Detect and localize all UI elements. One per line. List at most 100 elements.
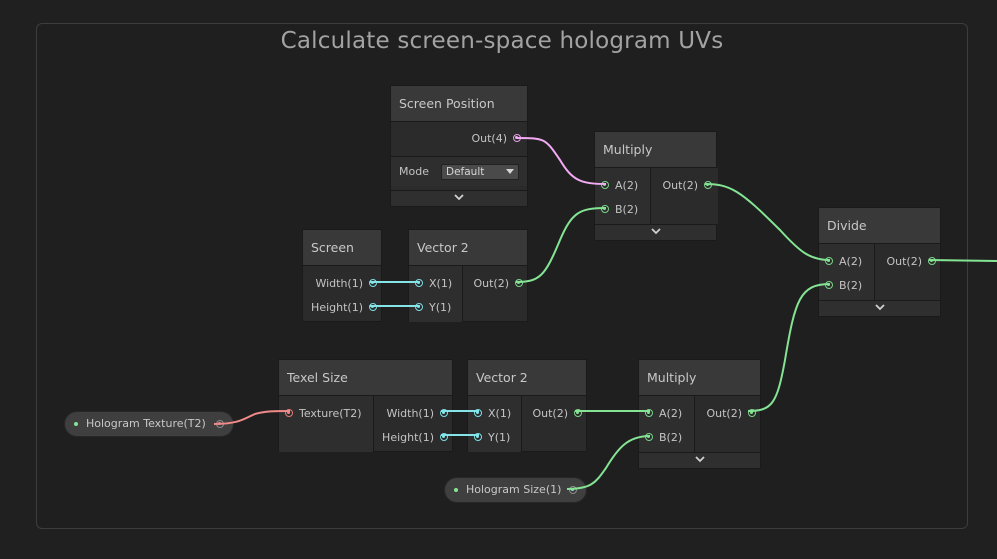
node-title: Multiply <box>595 132 716 168</box>
port-label: X(1) <box>488 407 512 420</box>
output-port-out[interactable]: Out(4) <box>391 130 527 148</box>
input-area <box>279 396 374 452</box>
input-port-a[interactable]: A(2) <box>639 405 695 423</box>
port-label: B(2) <box>839 279 863 292</box>
multiply-node-bottom[interactable]: Multiply A(2) B(2) Out(2) <box>638 359 761 469</box>
port-label: Width(1) <box>386 407 434 420</box>
input-port-texture[interactable]: Texture(T2) <box>279 405 374 423</box>
expand-toggle[interactable] <box>595 224 716 240</box>
output-port-height[interactable]: Height(1) <box>303 299 383 317</box>
port-label: Height(1) <box>382 431 434 444</box>
divide-node[interactable]: Divide A(2) B(2) Out(2) <box>818 207 941 317</box>
port-label: Height(1) <box>311 301 363 314</box>
screen-position-node[interactable]: Screen Position Out(4) Mode Default <box>390 85 528 207</box>
port-label: Out(4) <box>471 132 507 145</box>
port-socket[interactable] <box>369 279 377 287</box>
vector2-node-top[interactable]: Vector 2 X(1) Y(1) Out(2) <box>408 229 528 322</box>
port-label: Out(2) <box>886 255 922 268</box>
mode-dropdown[interactable]: Default <box>441 164 519 180</box>
node-title: Screen Position <box>391 86 527 122</box>
screen-node[interactable]: Screen Width(1) Height(1) <box>302 229 382 322</box>
output-port-out[interactable]: Out(2) <box>695 405 762 423</box>
input-port-a[interactable]: A(2) <box>819 253 875 271</box>
port-socket[interactable] <box>601 181 609 189</box>
port-socket[interactable] <box>515 279 523 287</box>
port-label: B(2) <box>615 203 639 216</box>
node-title: Divide <box>819 208 940 244</box>
node-title: Vector 2 <box>468 360 586 396</box>
input-port-b[interactable]: B(2) <box>595 201 651 219</box>
port-socket[interactable] <box>285 409 293 417</box>
port-socket[interactable] <box>440 409 448 417</box>
port-socket[interactable] <box>216 420 224 428</box>
property-label: Hologram Texture(T2) <box>86 417 206 430</box>
output-port-out[interactable]: Out(2) <box>875 253 942 271</box>
port-socket[interactable] <box>825 281 833 289</box>
port-label: A(2) <box>615 179 639 192</box>
port-socket[interactable] <box>569 486 577 494</box>
property-blip-icon <box>74 422 78 426</box>
chevron-down-icon <box>694 456 705 463</box>
hologram-texture-property[interactable]: Hologram Texture(T2) <box>64 411 234 437</box>
port-socket[interactable] <box>440 433 448 441</box>
hologram-size-property[interactable]: Hologram Size(1) <box>444 477 587 503</box>
chevron-down-icon <box>454 194 464 201</box>
port-socket[interactable] <box>474 433 482 441</box>
group-title[interactable]: Calculate screen-space hologram UVs <box>280 28 724 54</box>
chevron-down-icon <box>650 228 661 235</box>
port-label: Out(2) <box>473 277 509 290</box>
output-port-width[interactable]: Width(1) <box>303 275 383 293</box>
port-socket[interactable] <box>601 205 609 213</box>
port-socket[interactable] <box>369 303 377 311</box>
input-port-a[interactable]: A(2) <box>595 177 651 195</box>
node-title: Texel Size <box>279 360 452 396</box>
port-socket[interactable] <box>513 134 521 142</box>
texel-size-node[interactable]: Texel Size Texture(T2) Width(1) Height(1… <box>278 359 453 452</box>
port-label: Out(2) <box>532 407 568 420</box>
port-label: X(1) <box>429 277 453 290</box>
input-port-b[interactable]: B(2) <box>819 277 875 295</box>
port-label: A(2) <box>659 407 683 420</box>
caret-down-icon <box>506 169 514 174</box>
input-port-x[interactable]: X(1) <box>468 405 522 423</box>
expand-toggle[interactable] <box>639 452 760 468</box>
port-socket[interactable] <box>928 257 936 265</box>
port-socket[interactable] <box>415 303 423 311</box>
vector2-node-bottom[interactable]: Vector 2 X(1) Y(1) Out(2) <box>467 359 587 452</box>
input-port-b[interactable]: B(2) <box>639 429 695 447</box>
port-label: Texture(T2) <box>299 407 362 420</box>
port-socket[interactable] <box>645 433 653 441</box>
output-port-out[interactable]: Out(2) <box>463 275 529 293</box>
port-label: Out(2) <box>706 407 742 420</box>
output-port-out[interactable]: Out(2) <box>651 177 718 195</box>
port-label: Y(1) <box>488 431 511 444</box>
output-port-out[interactable]: Out(2) <box>522 405 588 423</box>
input-port-y[interactable]: Y(1) <box>468 429 522 447</box>
input-port-x[interactable]: X(1) <box>409 275 463 293</box>
property-label: Hologram Size(1) <box>466 483 562 496</box>
output-port-height[interactable]: Height(1) <box>374 429 454 447</box>
multiply-node-top[interactable]: Multiply A(2) B(2) Out(2) <box>594 131 718 241</box>
port-label: Out(2) <box>662 179 698 192</box>
output-port-width[interactable]: Width(1) <box>374 405 454 423</box>
node-title: Screen <box>303 230 381 266</box>
port-socket[interactable] <box>415 279 423 287</box>
node-title: Vector 2 <box>409 230 527 266</box>
input-area <box>468 396 522 452</box>
input-port-y[interactable]: Y(1) <box>409 299 463 317</box>
input-area <box>409 266 463 322</box>
port-socket[interactable] <box>574 409 582 417</box>
port-socket[interactable] <box>645 409 653 417</box>
port-socket[interactable] <box>704 181 712 189</box>
expand-toggle[interactable] <box>391 190 527 206</box>
node-title: Multiply <box>639 360 760 396</box>
port-label: B(2) <box>659 431 683 444</box>
mode-row: Mode Default <box>391 156 527 186</box>
chevron-down-icon <box>874 304 885 311</box>
port-socket[interactable] <box>825 257 833 265</box>
property-blip-icon <box>454 488 458 492</box>
expand-toggle[interactable] <box>819 300 940 316</box>
port-socket[interactable] <box>748 409 756 417</box>
mode-label: Mode <box>399 165 429 178</box>
port-socket[interactable] <box>474 409 482 417</box>
